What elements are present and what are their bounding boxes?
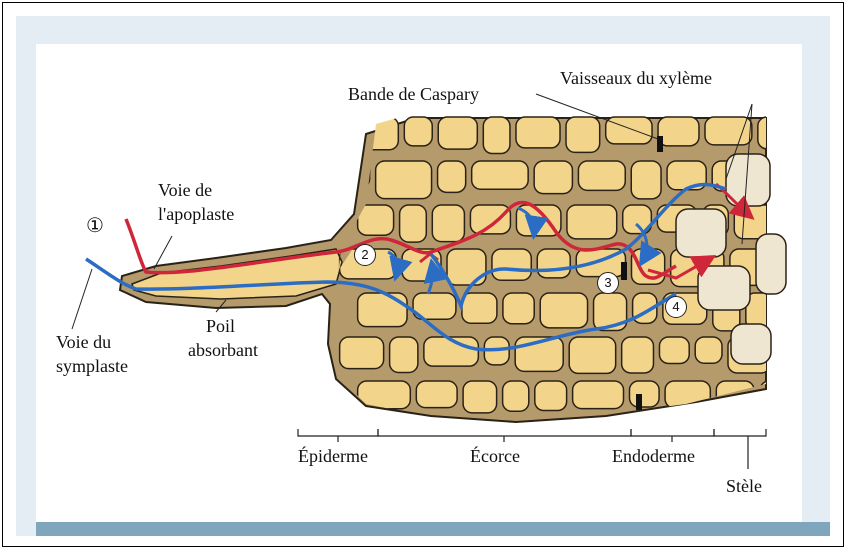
cortex-cell: [503, 381, 529, 411]
cortex-cell: [728, 425, 770, 462]
cortex-cell: [758, 117, 801, 149]
cortex-cell: [462, 293, 497, 323]
cortex-cell: [658, 117, 699, 146]
bracket-epidermis: [298, 429, 378, 442]
step-1-marker: ①: [86, 216, 104, 236]
cortex-cell: [569, 337, 615, 373]
caspary-band-mid: [621, 262, 627, 280]
cortex-cell: [516, 117, 560, 148]
xylem-vessel: [698, 266, 750, 310]
label-symplast-1: Voie du: [56, 332, 111, 352]
label-xylem: Vaisseaux du xylème: [560, 68, 712, 88]
label-caspary: Bande de Caspary: [348, 84, 479, 104]
cortex-cell: [606, 117, 652, 144]
caspary-band-top: [657, 136, 663, 152]
cortex-cell: [659, 337, 689, 363]
symplast-leader: [72, 269, 92, 329]
label-apoplast-2: l'apoplaste: [158, 204, 234, 224]
cortex-cell: [370, 425, 409, 460]
cortex-cell: [463, 381, 497, 413]
cortex-cell: [550, 425, 577, 462]
cortex-cell: [416, 381, 457, 408]
xylem-vessel: [731, 324, 771, 364]
label-epidermis: Épiderme: [298, 446, 368, 466]
cortex-cell: [438, 117, 477, 149]
label-stele: Stèle: [726, 476, 762, 496]
label-root-hair-2: absorbant: [188, 340, 258, 360]
cortex-cell: [567, 205, 617, 239]
cortex-cell: [629, 381, 659, 407]
cortex-cell: [503, 293, 534, 324]
cortex-cell: [631, 161, 661, 199]
cortex-cell: [438, 161, 466, 192]
bracket-stele: [714, 429, 766, 469]
cortex-cell: [705, 117, 752, 145]
cortex-cell: [695, 337, 722, 363]
cortex-cell: [583, 425, 610, 452]
label-symplast-2: symplaste: [56, 356, 128, 376]
cortex-cell: [535, 381, 567, 411]
root-diagram: Bande de Caspary Vaisseaux du xylème Voi…: [36, 44, 802, 522]
xylem-vessel: [676, 209, 726, 257]
slide-bottom-bar: [36, 522, 830, 536]
step-3-marker: 3: [597, 272, 619, 294]
cortex-cell: [470, 205, 510, 234]
cortex-cell: [483, 117, 510, 154]
cortex-cell: [447, 249, 486, 285]
step-2-marker: 2: [354, 244, 376, 266]
bracket-cortex: [378, 429, 631, 442]
bracket-endodermis: [631, 429, 714, 442]
cortex-cell: [358, 293, 407, 327]
cortex-cell: [400, 205, 427, 242]
cortex-cell: [358, 205, 394, 235]
label-apoplast-1: Voie de: [158, 180, 212, 200]
cortex-cell: [404, 117, 432, 146]
cortex-cell: [472, 161, 528, 189]
label-root-hair-1: Poil: [206, 316, 235, 336]
cortex-cell: [376, 161, 432, 199]
label-cortex: Écorce: [470, 446, 520, 466]
cortex-cell: [622, 337, 654, 373]
cortex-cell: [415, 425, 450, 462]
caspary-band-bottom: [636, 394, 642, 410]
step-4-marker: 4: [665, 296, 687, 318]
cortex-cell: [432, 205, 464, 242]
cortex-cell: [540, 293, 587, 328]
cortex-cell: [537, 249, 570, 278]
cortex-cell: [566, 117, 600, 152]
cortex-cell: [390, 337, 418, 373]
label-endodermis: Endoderme: [612, 446, 695, 466]
cortex-cell: [340, 337, 384, 369]
cortex-cell: [534, 161, 572, 194]
cortex-cell: [578, 161, 625, 190]
xylem-vessel: [756, 234, 786, 294]
cortex-cell: [492, 249, 531, 280]
cortex-cell: [573, 381, 624, 409]
